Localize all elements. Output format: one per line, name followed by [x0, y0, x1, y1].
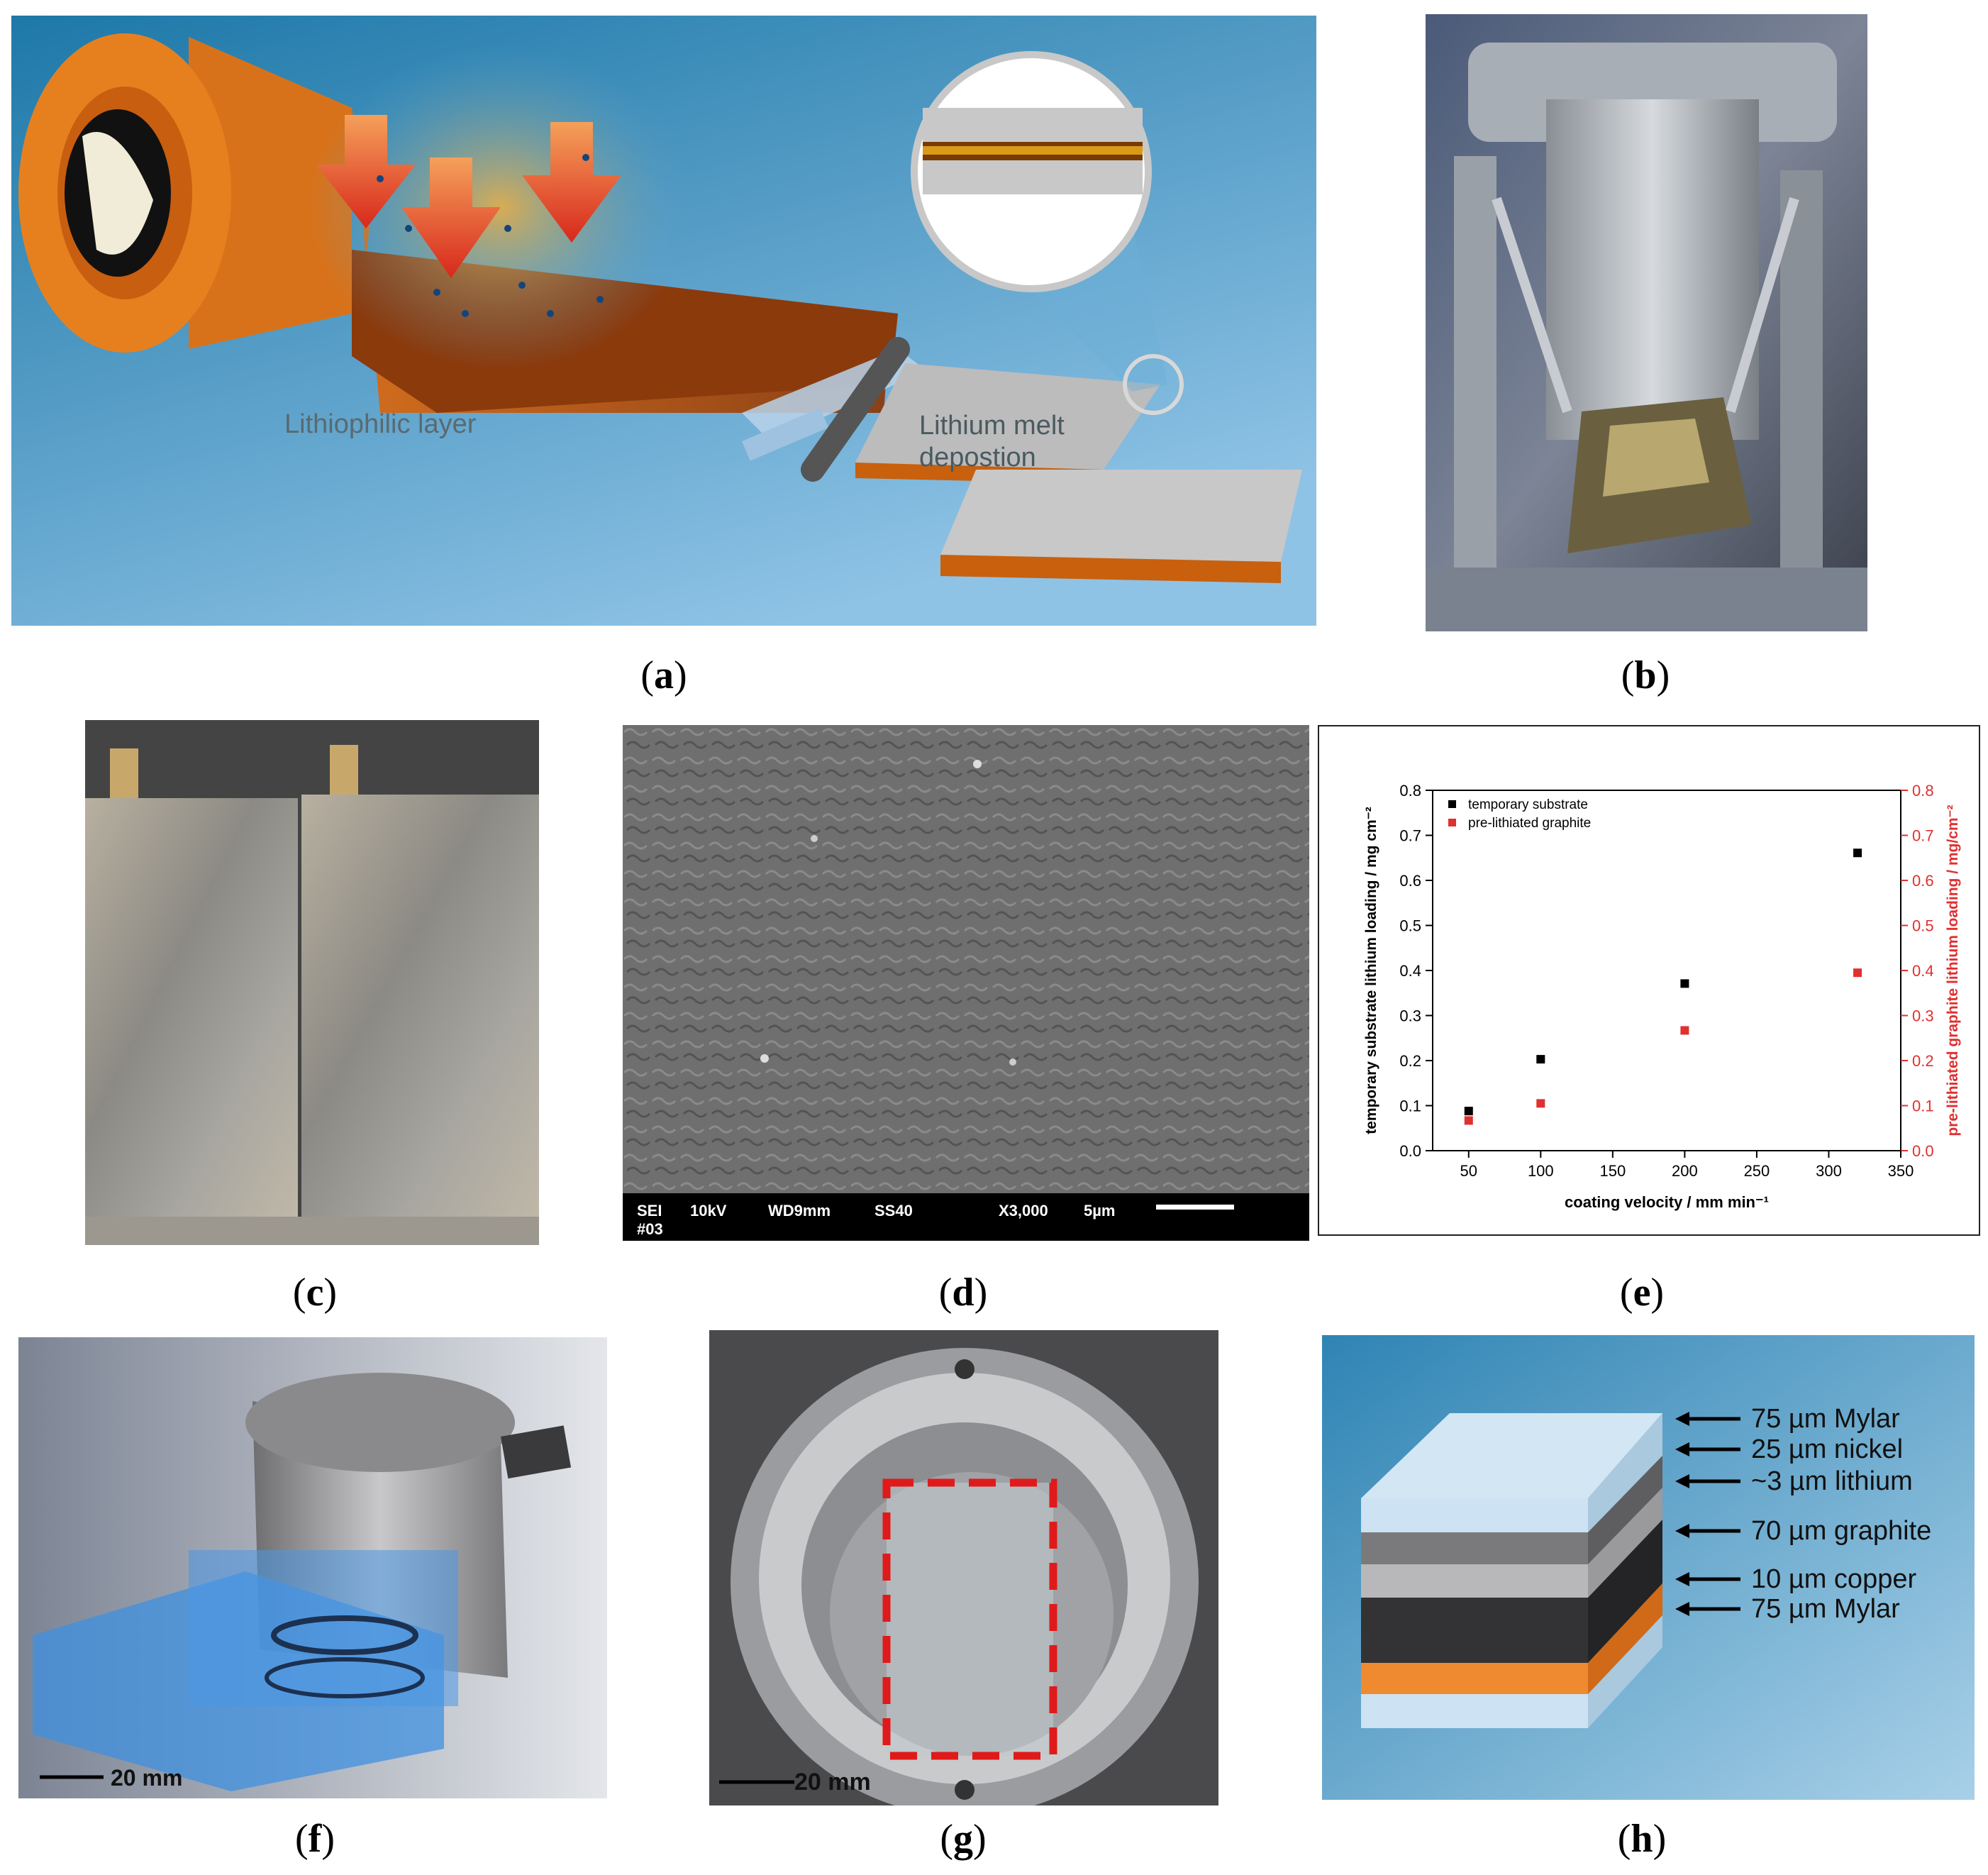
panel-a-schematic: Lithiophilic layer Lithium melt depostio… [11, 16, 1316, 626]
scale-label-g: 20 mm [794, 1769, 871, 1796]
caption-d: (d) [938, 1271, 988, 1315]
y-tick-label: 0.8 [1399, 782, 1421, 800]
sem-spot-size: SS40 [874, 1202, 913, 1219]
layer-arrowhead-0 [1675, 1412, 1689, 1426]
plot-frame [1432, 790, 1901, 1151]
y-tick-label-right: 0.5 [1912, 917, 1934, 935]
y-tick-label-right: 0.1 [1912, 1097, 1934, 1115]
layer-arrowhead-1 [1675, 1442, 1689, 1456]
sample-highlight-box [882, 1478, 1057, 1760]
lithium-loading-chart: 0.0 0.1 0.2 0.3 0.4 0.5 0.6 0.7 0.8 0.0 0.1 0.2 0.3… [1363, 782, 1961, 1211]
y-tick-label: 0.2 [1399, 1052, 1421, 1070]
panel-e-chart: 0.0 0.1 0.2 0.3 0.4 0.5 0.6 0.7 0.8 0.0 0.1 0.2 0.3… [1318, 725, 1980, 1236]
layer-label-2: ~3 µm lithium [1751, 1466, 1913, 1496]
y-tick-label-right: 0.0 [1912, 1142, 1934, 1160]
point-temporary-substrate [1536, 1055, 1545, 1064]
sample-holder-photo: 20 mm [709, 1330, 1218, 1805]
caption-a: (a) [640, 653, 687, 697]
sem-detector: SEI [637, 1202, 662, 1219]
x-tick-label: 200 [1672, 1162, 1698, 1180]
legend-marker [1448, 800, 1456, 808]
x-tick-label: 50 [1460, 1162, 1477, 1180]
panel-g-photo: 20 mm [709, 1330, 1218, 1805]
y-tick-label: 0.0 [1399, 1142, 1421, 1160]
point-temporary-substrate [1680, 979, 1689, 988]
legend-marker [1448, 819, 1456, 826]
deposition-arrows [316, 115, 621, 278]
layer-arrowhead-5 [1675, 1602, 1689, 1616]
y-tick-label-right: 0.7 [1912, 827, 1934, 845]
layer-label-3: 70 µm graphite [1751, 1516, 1931, 1546]
x-tick-label: 250 [1744, 1162, 1770, 1180]
y-tick-label: 0.3 [1399, 1007, 1421, 1025]
panel-b-photo [1426, 14, 1867, 631]
y-tick-label-right: 0.6 [1912, 872, 1934, 890]
sem-working-distance: WD9mm [768, 1202, 831, 1219]
x-tick-label: 350 [1888, 1162, 1914, 1180]
layer-arrowhead-3 [1675, 1524, 1689, 1538]
layer-label-1: 25 µm nickel [1751, 1434, 1903, 1464]
y-axis-label-left: temporary substrate lithium loading / mg… [1363, 807, 1379, 1134]
layer-arrowhead-2 [1675, 1474, 1689, 1488]
coating-tool-render: 20 mm [18, 1337, 607, 1798]
layer-label-0: 75 µm Mylar [1751, 1404, 1900, 1434]
y-tick-label: 0.7 [1399, 827, 1421, 845]
y-axis-label-right: pre-lithiated graphite lithium loading /… [1945, 804, 1961, 1136]
sem-scale-bar [1156, 1205, 1234, 1210]
caption-g: (g) [940, 1817, 987, 1861]
x-tick-label: 100 [1528, 1162, 1554, 1180]
point-temporary-substrate [1853, 848, 1862, 858]
x-tick-label: 150 [1599, 1162, 1626, 1180]
caption-e: (e) [1619, 1271, 1665, 1315]
y-tick-label-right: 0.2 [1912, 1052, 1934, 1070]
point-pre-lithiated-graphite [1464, 1116, 1473, 1125]
y-tick-label: 0.1 [1399, 1097, 1421, 1115]
lithium-deposition-schematic: Lithiophilic layer Lithium melt depostio… [11, 16, 1316, 626]
layer-label-5: 75 µm Mylar [1751, 1594, 1900, 1624]
scale-label-f: 20 mm [111, 1765, 182, 1791]
y-tick-label-right: 0.8 [1912, 782, 1934, 800]
sem-voltage: 10kV [690, 1202, 727, 1219]
x-axis-label: coating velocity / mm min⁻¹ [1565, 1193, 1769, 1211]
caption-f: (f) [295, 1817, 335, 1861]
panel-f-render: 20 mm [18, 1337, 607, 1798]
chart-legend: temporary substrate pre-lithiated graphit… [1448, 797, 1591, 831]
point-pre-lithiated-graphite [1680, 1026, 1689, 1035]
x-tick-label: 300 [1816, 1162, 1842, 1180]
y-tick-label: 0.4 [1399, 962, 1421, 980]
layer-arrowhead-4 [1675, 1572, 1689, 1586]
y-tick-label-right: 0.3 [1912, 1007, 1934, 1025]
lithium-melt-label-line2: depostion [919, 443, 1036, 472]
y-tick-label: 0.6 [1399, 872, 1421, 890]
pouch-cells-photo [85, 720, 539, 1245]
point-temporary-substrate [1464, 1107, 1473, 1116]
sem-image-number: #03 [637, 1220, 663, 1238]
y-tick-label-right: 0.4 [1912, 962, 1934, 980]
layer-label-4: 10 µm copper [1751, 1564, 1916, 1594]
coating-machine-photo [1426, 14, 1867, 631]
lithiophilic-layer-label: Lithiophilic layer [284, 409, 477, 439]
caption-c: (c) [292, 1271, 338, 1315]
sem-scale-label: 5µm [1084, 1202, 1115, 1219]
point-pre-lithiated-graphite [1853, 968, 1862, 978]
caption-b: (b) [1621, 653, 1670, 697]
legend-label: temporary substrate [1468, 797, 1588, 812]
lithium-melt-label-line1: Lithium melt [919, 411, 1065, 441]
panel-d-sem: SEI #03 10kV WD9mm SS40 X3,000 5µm [623, 725, 1309, 1241]
legend-label: pre-lithiated graphite [1468, 816, 1591, 831]
point-pre-lithiated-graphite [1536, 1099, 1545, 1108]
panel-c-photo [85, 720, 539, 1245]
caption-h: (h) [1617, 1817, 1667, 1861]
sem-magnification: X3,000 [999, 1202, 1048, 1219]
sem-micrograph: SEI #03 10kV WD9mm SS40 X3,000 5µm [623, 725, 1309, 1241]
y-tick-label: 0.5 [1399, 917, 1421, 935]
